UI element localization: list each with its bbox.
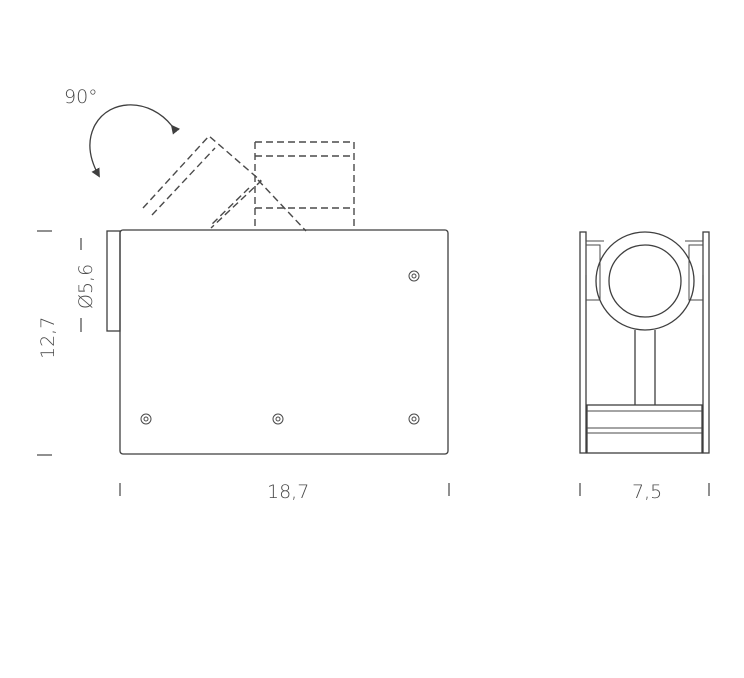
tilted-head-outline (142, 135, 263, 229)
side-base-lines (587, 410, 702, 434)
side-bracket-arm-right (688, 244, 703, 301)
side-bracket-arm-left (586, 244, 601, 301)
side-top-bracket (585, 240, 704, 275)
front-body (119, 229, 449, 455)
height-label: 12,7 (37, 317, 59, 359)
lens-outer-ring (595, 231, 695, 331)
screw-bottom-middle (272, 413, 284, 425)
upright-head-outline (254, 141, 355, 230)
depth-label: 7,5 (632, 481, 662, 503)
width-label: 18,7 (267, 481, 309, 503)
rotation-annotation: 90° (64, 86, 181, 178)
lens-inner-ring (608, 244, 682, 318)
side-base-plate (586, 404, 703, 454)
side-stem (634, 330, 656, 405)
rotated-head-ghost (142, 135, 355, 232)
front-view (106, 229, 449, 455)
rotation-arrow (89, 104, 181, 178)
diameter-label: Ø5,6 (75, 264, 97, 309)
side-left-rail (579, 231, 587, 454)
side-right-rail (702, 231, 710, 454)
rotation-label: 90° (64, 86, 98, 108)
side-view (579, 231, 710, 454)
depth-dimension: 7,5 (579, 481, 710, 503)
screw-bottom-left (140, 413, 152, 425)
width-dimension: 18,7 (119, 481, 450, 503)
screw-top-right (408, 270, 420, 282)
screw-bottom-right (408, 413, 420, 425)
diameter-dimension: Ø5,6 (75, 238, 97, 332)
tilted-head-inner (151, 147, 307, 232)
mounting-plate (106, 230, 121, 332)
height-dimension: 12,7 (37, 230, 59, 456)
